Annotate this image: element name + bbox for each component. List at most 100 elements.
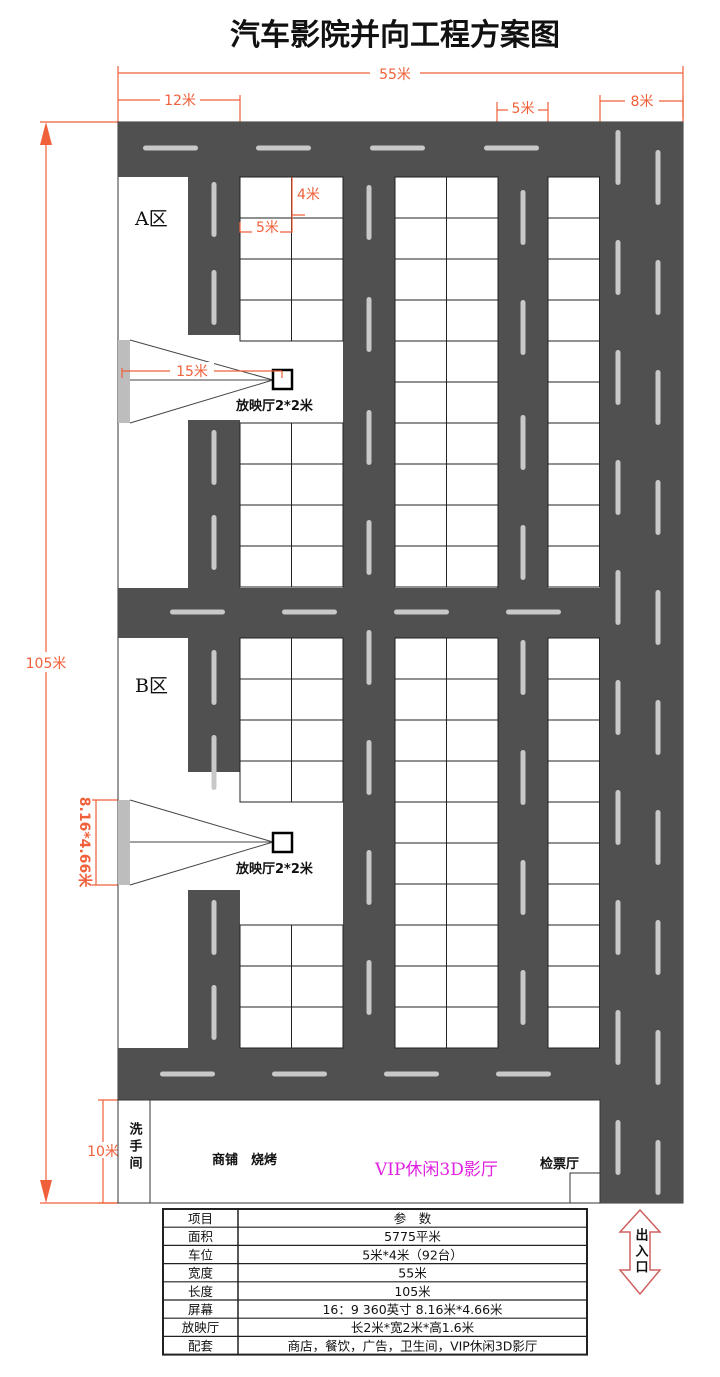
lane-dash xyxy=(366,850,372,905)
parking-space xyxy=(239,760,292,803)
parking-space xyxy=(291,678,344,721)
lane-dash xyxy=(655,1140,661,1195)
parking-space xyxy=(394,504,447,547)
table-header-value: 参 数 xyxy=(394,1211,432,1226)
parking-space xyxy=(394,842,447,885)
lane-dash xyxy=(366,960,372,1015)
parking-space xyxy=(446,637,499,680)
parking-space xyxy=(446,381,499,424)
lane-dash xyxy=(655,810,661,865)
parking-space xyxy=(291,299,344,342)
parking-space xyxy=(446,924,499,967)
table-cell-value: 长2米*宽2米*高1.6米 xyxy=(351,1320,475,1335)
parking-space xyxy=(239,965,292,1008)
lane-dash xyxy=(520,525,526,580)
parking-space xyxy=(446,422,499,465)
parking-space xyxy=(547,545,600,588)
lane-markings xyxy=(143,130,661,1195)
parking-space xyxy=(547,299,600,342)
parking-space xyxy=(446,217,499,260)
lane-dash xyxy=(272,1071,327,1077)
dimension-bottom-depth: 10米 xyxy=(87,1099,119,1204)
total-length-label: 105米 xyxy=(26,656,67,672)
lane-dash xyxy=(520,860,526,915)
lane-dash xyxy=(506,609,561,615)
parking-space xyxy=(239,637,292,680)
lane-dash xyxy=(366,520,372,575)
lane-dash xyxy=(366,185,372,240)
parking-spaces xyxy=(239,176,600,1049)
parking-space xyxy=(547,801,600,844)
lane-dash xyxy=(520,415,526,470)
table-cell-value: 5775平米 xyxy=(384,1229,441,1244)
parking-space xyxy=(239,258,292,301)
parking-space xyxy=(291,258,344,301)
lane-dash xyxy=(370,145,425,151)
parking-space xyxy=(446,842,499,885)
dimension-screen-size: 8.16*4.66米 xyxy=(76,797,118,888)
parking-space xyxy=(446,504,499,547)
parking-space xyxy=(394,258,447,301)
lane-dash xyxy=(211,900,217,955)
parking-space xyxy=(239,299,292,342)
table-cell-value: 16：9 360英寸 8.16米*4.66米 xyxy=(322,1302,503,1317)
parking-space xyxy=(446,176,499,219)
parking-space xyxy=(547,678,600,721)
lane-dash xyxy=(655,150,661,205)
projection-booth-a-label: 放映厅2*2米 xyxy=(235,398,314,414)
parking-space xyxy=(547,760,600,803)
parking-space xyxy=(547,258,600,301)
ticket-label: 检票厅 xyxy=(540,1156,579,1172)
table-cell-value: 105米 xyxy=(394,1284,431,1299)
lane-dash xyxy=(615,680,621,735)
table-header-item: 项目 xyxy=(188,1211,213,1226)
parking-space xyxy=(394,381,447,424)
dimension-total-length: 105米 xyxy=(20,121,118,1204)
diagram-title: 汽车影院并向工程方案图 xyxy=(230,18,560,53)
parking-space xyxy=(239,924,292,967)
dimension-lane-width: 5米 xyxy=(496,101,549,122)
road-segment xyxy=(600,122,683,1203)
lane-dash xyxy=(615,130,621,185)
parking-space xyxy=(446,678,499,721)
lane-dash xyxy=(160,1071,215,1077)
parking-space xyxy=(239,176,292,219)
parking-space xyxy=(239,422,292,465)
lane-dash xyxy=(211,515,217,570)
parking-space xyxy=(446,463,499,506)
parking-space xyxy=(547,1006,600,1049)
lane-dash xyxy=(520,750,526,805)
parking-space xyxy=(394,678,447,721)
zone-b-label: B区 xyxy=(135,675,168,697)
parking-space xyxy=(394,719,447,762)
parking-space xyxy=(446,299,499,342)
parking-space xyxy=(394,760,447,803)
table-cell-value: 商店，餐饮，广告，卫生间，VIP休闲3D影厅 xyxy=(288,1338,538,1353)
lane-dash xyxy=(615,790,621,845)
entrance-exit-arrow[interactable]: 出入口 xyxy=(618,1208,662,1296)
parking-space xyxy=(394,340,447,383)
lane-dash xyxy=(520,640,526,695)
parking-space xyxy=(547,217,600,260)
lane-dash xyxy=(484,145,539,151)
dimension-total-width: 55米 xyxy=(117,64,684,118)
lane-dash xyxy=(496,1071,551,1077)
table-cell-item: 宽度 xyxy=(188,1266,214,1281)
lane-dash xyxy=(384,1071,439,1077)
parking-space xyxy=(547,504,600,547)
cell-width-label: 5米 xyxy=(256,220,279,236)
lane-dash xyxy=(655,370,661,425)
lane-dash xyxy=(615,240,621,295)
parking-space xyxy=(291,1006,344,1049)
parking-space xyxy=(446,719,499,762)
parking-space xyxy=(547,883,600,926)
table-cell-item: 长度 xyxy=(188,1284,214,1299)
parking-space xyxy=(394,801,447,844)
parking-space xyxy=(239,678,292,721)
parking-space xyxy=(547,924,600,967)
parking-space xyxy=(394,883,447,926)
lane-dash xyxy=(655,700,661,755)
lane-dash xyxy=(655,480,661,535)
